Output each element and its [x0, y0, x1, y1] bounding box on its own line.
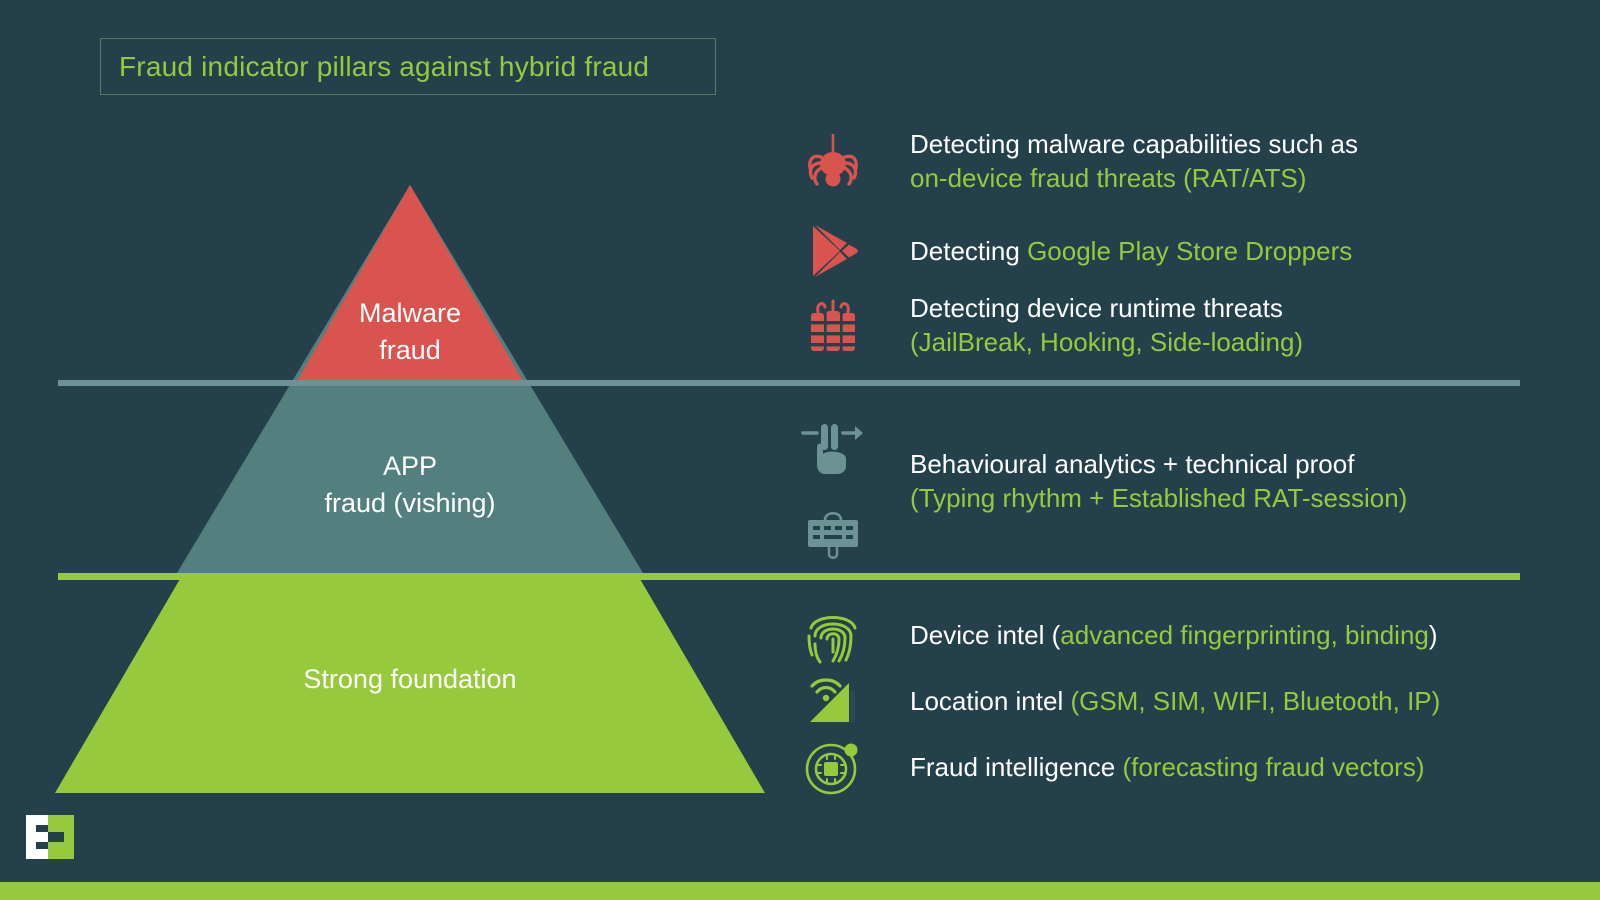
page-title: Fraud indicator pillars against hybrid f… [119, 50, 650, 82]
bullet-foundation-3-highlight: (forecasting fraud vectors) [1122, 752, 1425, 782]
google-play-icon [800, 218, 866, 284]
divider-green [58, 573, 1520, 580]
spider-icon [800, 129, 866, 195]
bullet-app-text: Behavioural analytics + technical proof … [910, 448, 1407, 516]
bullet-foundation-3: Fraud intelligence (forecasting fraud ve… [800, 734, 1424, 800]
bullet-app-line1: Behavioural analytics + technical proof [910, 449, 1355, 479]
swipe-gesture-icon [800, 415, 866, 481]
divider-teal [58, 380, 1520, 386]
keyboard-icon [800, 501, 866, 567]
bullet-malware-3-line1: Detecting device runtime threats [910, 293, 1283, 323]
bottom-accent-bar [0, 882, 1600, 900]
bullet-foundation-3-text: Fraud intelligence (forecasting fraud ve… [910, 754, 1424, 780]
bullet-malware-3-line2: (JailBreak, Hooking, Side-loading) [910, 326, 1304, 357]
bullet-foundation-3-prefix: Fraud intelligence [910, 752, 1123, 782]
bullet-app-icons [800, 415, 870, 587]
bullet-foundation-1-suffix: ) [1428, 620, 1438, 650]
fingerprint-icon [800, 602, 866, 668]
bullet-foundation-2-prefix: Location intel [910, 686, 1071, 716]
bullet-malware-1-line2: on-device fraud threats (RAT/ATS) [910, 162, 1307, 193]
bullet-malware-1-line1: Detecting malware capabilities such as [910, 129, 1358, 159]
bullet-malware-1: Detecting malware capabilities such as o… [800, 128, 1358, 196]
bullet-foundation-2-text: Location intel (GSM, SIM, WIFI, Bluetoot… [910, 688, 1440, 714]
bullet-foundation-1: Device intel (advanced fingerprinting, b… [800, 602, 1438, 668]
bullet-foundation-1-prefix: Device intel ( [910, 620, 1061, 650]
dynamite-icon [800, 293, 866, 359]
company-logo [26, 815, 74, 859]
signal-wifi-icon [800, 668, 866, 734]
slide-title-box: Fraud indicator pillars against hybrid f… [100, 38, 716, 95]
bullet-malware-1-text: Detecting malware capabilities such as o… [910, 128, 1358, 196]
bullet-malware-2-text: Detecting Google Play Store Droppers [910, 238, 1352, 264]
bullet-malware-2-highlight: Google Play Store Droppers [1027, 236, 1353, 266]
bullet-malware-3-text: Detecting device runtime threats (JailBr… [910, 292, 1303, 360]
pyramid-svg [55, 185, 765, 793]
bullet-malware-2-prefix: Detecting [910, 236, 1028, 266]
bullet-malware-3: Detecting device runtime threats (JailBr… [800, 292, 1303, 360]
bullet-malware-2: Detecting Google Play Store Droppers [800, 218, 1352, 284]
bullet-foundation-2: Location intel (GSM, SIM, WIFI, Bluetoot… [800, 668, 1440, 734]
bullet-foundation-2-highlight: (GSM, SIM, WIFI, Bluetooth, IP) [1070, 686, 1441, 716]
bullet-app-line2: (Typing rhythm + Established RAT-session… [910, 482, 1408, 513]
bullet-foundation-1-text: Device intel (advanced fingerprinting, b… [910, 622, 1438, 648]
bullet-foundation-1-highlight: advanced fingerprinting, binding [1060, 620, 1429, 650]
pyramid-tier-malware [296, 185, 524, 383]
radar-orbit-icon [800, 734, 866, 800]
